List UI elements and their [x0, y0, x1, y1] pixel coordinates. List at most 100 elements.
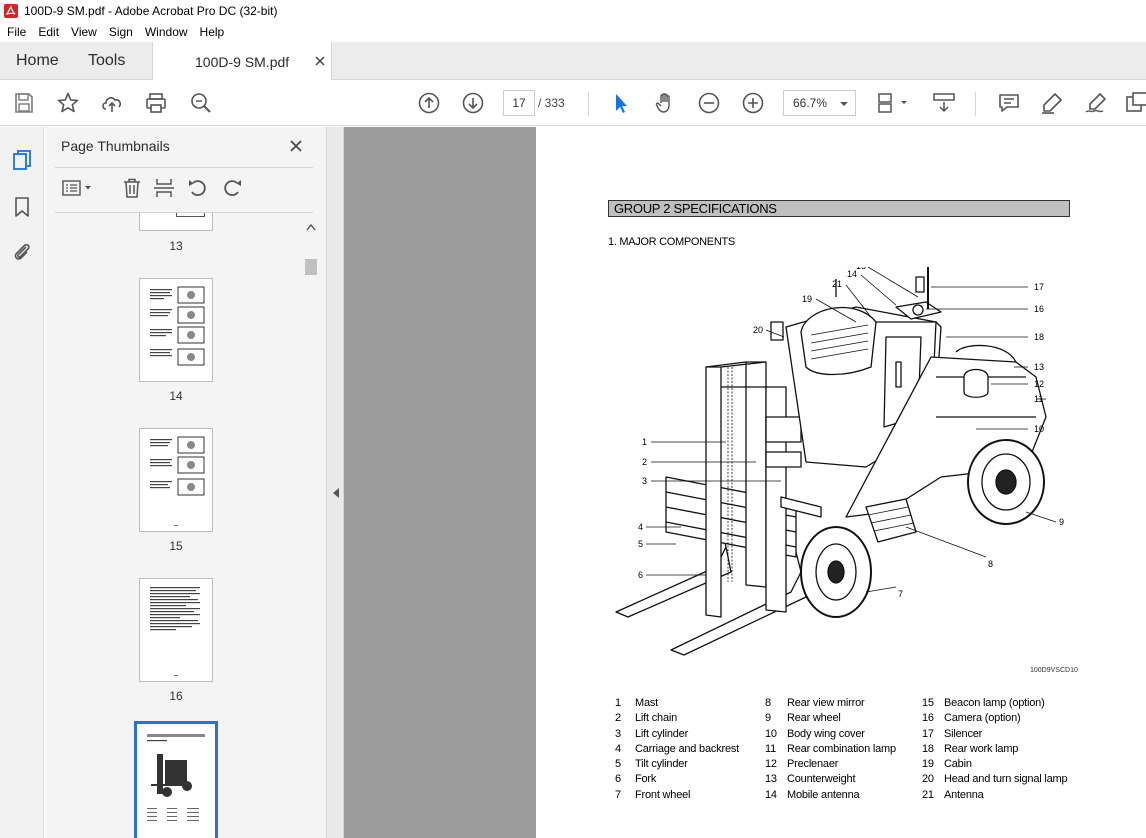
panel-divider — [55, 212, 313, 213]
attachments-icon[interactable] — [10, 240, 34, 264]
page-thumbnails-panel: Page Thumbnails — [45, 127, 326, 838]
pdf-page: GROUP 2 SPECIFICATIONS 1. MAJOR COMPONEN… — [536, 127, 1146, 838]
menu-help[interactable]: Help — [199, 25, 225, 39]
forklift-diagram: 1 2 3 4 5 6 20 19 21 14 15 17 16 18 13 1… — [615, 267, 1064, 656]
hand-icon[interactable] — [653, 91, 677, 115]
rotate-cw-icon[interactable] — [221, 177, 243, 199]
tab-home[interactable]: Home — [16, 52, 59, 69]
menu-edit[interactable]: Edit — [38, 25, 60, 39]
svg-text:8: 8 — [988, 559, 993, 569]
panel-collapse-strip[interactable] — [326, 127, 344, 838]
acrobat-logo-icon — [4, 4, 18, 18]
close-tab-icon[interactable] — [313, 54, 327, 68]
upload-icon[interactable] — [100, 91, 124, 115]
svg-text:10: 10 — [1034, 424, 1044, 434]
zoom-search-icon[interactable] — [189, 91, 213, 115]
highlight-icon[interactable] — [1040, 91, 1064, 115]
svg-text:16: 16 — [1034, 304, 1044, 314]
page-total: / 333 — [538, 96, 565, 110]
title-bar: 100D-9 SM.pdf - Adobe Acrobat Pro DC (32… — [0, 0, 1146, 22]
page-preview — [150, 286, 205, 366]
thumbnail-page-15[interactable] — [139, 428, 213, 532]
thumbnail-page-14[interactable] — [139, 278, 213, 382]
thumbnail-page-13[interactable] — [139, 213, 213, 231]
thumbnail-page-17[interactable] — [134, 721, 218, 838]
page-preview — [150, 436, 205, 526]
scroll-up-icon[interactable] — [306, 223, 316, 231]
menu-file[interactable]: File — [7, 25, 27, 39]
save-icon[interactable] — [12, 91, 36, 115]
split-page-icon[interactable] — [153, 177, 175, 199]
svg-text:11: 11 — [1034, 394, 1043, 404]
svg-text:7: 7 — [898, 589, 903, 599]
page-down-icon[interactable] — [461, 91, 485, 115]
section-title: 1. MAJOR COMPONENTS — [608, 236, 735, 248]
svg-text:6: 6 — [638, 570, 643, 580]
sign-icon[interactable] — [1084, 91, 1108, 115]
rotate-ccw-icon[interactable] — [187, 177, 209, 199]
tab-document-label: 100D-9 SM.pdf — [195, 53, 290, 70]
print-icon[interactable] — [144, 91, 168, 115]
scroll-mode-icon[interactable] — [932, 91, 956, 115]
menu-view[interactable]: View — [71, 25, 97, 39]
thumbnail-page-16[interactable] — [139, 578, 213, 682]
bookmarks-icon[interactable] — [10, 195, 34, 219]
bookmark-star-icon[interactable] — [56, 91, 80, 115]
panel-title: Page Thumbnails — [61, 138, 170, 154]
tab-tools[interactable]: Tools — [88, 52, 126, 69]
svg-text:12: 12 — [1034, 379, 1044, 389]
svg-text:9: 9 — [1059, 517, 1064, 527]
svg-text:14: 14 — [847, 269, 857, 279]
export-icon[interactable] — [1125, 91, 1146, 115]
delete-icon[interactable] — [121, 177, 143, 199]
thumbnail-label: 16 — [169, 689, 183, 703]
page-number-input[interactable]: 17 — [503, 90, 535, 116]
scrollbar-thumb[interactable] — [305, 259, 317, 275]
group-heading: GROUP 2 SPECIFICATIONS — [608, 200, 1070, 217]
zoom-level-value: 66.7% — [793, 96, 828, 110]
zoom-out-icon[interactable] — [697, 91, 721, 115]
close-panel-icon[interactable] — [289, 139, 303, 153]
comment-icon[interactable] — [997, 91, 1021, 115]
zoom-in-icon[interactable] — [741, 91, 765, 115]
thumbnail-label: 15 — [169, 539, 183, 553]
main-toolbar — [0, 80, 1146, 126]
svg-text:4: 4 — [638, 522, 643, 532]
thumbnail-tools — [45, 175, 326, 203]
select-cursor-icon[interactable] — [609, 91, 633, 115]
options-menu-icon[interactable] — [61, 177, 93, 199]
thumbnail-label: 14 — [169, 389, 183, 403]
zoom-level-select[interactable]: 66.7% — [783, 90, 856, 116]
page-fit-icon[interactable] — [875, 91, 911, 115]
menu-sign[interactable]: Sign — [108, 25, 133, 39]
page-preview — [147, 734, 205, 821]
page-thumbnails-icon[interactable] — [10, 148, 34, 172]
thumbnail-label: 13 — [169, 239, 183, 253]
figure-code: 100D9VSCD10 — [1030, 667, 1078, 674]
page-up-icon[interactable] — [417, 91, 441, 115]
svg-text:1: 1 — [642, 437, 647, 447]
thumbnail-scrollbar[interactable] — [303, 221, 319, 838]
document-view: GROUP 2 SPECIFICATIONS 1. MAJOR COMPONEN… — [344, 127, 1146, 838]
panel-divider — [55, 167, 313, 168]
toolbar-divider — [588, 92, 589, 116]
tab-document[interactable]: 100D-9 SM.pdf — [152, 42, 332, 81]
menu-window[interactable]: Window — [144, 25, 188, 39]
collapse-panel-icon[interactable] — [332, 487, 340, 499]
